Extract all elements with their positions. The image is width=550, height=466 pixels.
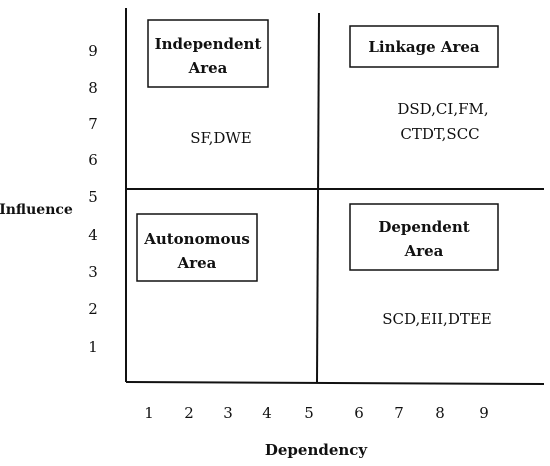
linkage-area-title: Linkage Area [368, 38, 480, 56]
vertical-divider [316, 12, 320, 383]
y-tick-7: 7 [88, 115, 98, 133]
y-tick-3: 3 [88, 263, 98, 281]
x-axis-line [125, 381, 545, 385]
x-tick-9: 9 [479, 404, 489, 422]
y-tick-5: 5 [88, 188, 98, 206]
y-tick-6: 6 [88, 151, 98, 169]
independent-quadrant: Independent Area SF,DWE [147, 19, 269, 147]
dependent-area-title-line1: Dependent [378, 218, 469, 236]
y-tick-9: 9 [88, 42, 98, 60]
y-tick-1: 1 [88, 338, 98, 356]
autonomous-area-box [136, 213, 258, 282]
independent-area-box [147, 19, 269, 88]
autonomous-area-title-line1: Autonomous [143, 230, 250, 248]
linkage-quadrant: Linkage Area DSD,CI,FM, CTDT,SCC [349, 25, 499, 143]
linkage-area-factors-line1: DSD,CI,FM, [397, 100, 488, 118]
y-tick-2: 2 [88, 300, 98, 318]
dependent-area-title-line2: Area [404, 242, 444, 260]
x-tick-3: 3 [223, 404, 233, 422]
x-tick-labels: 1 2 3 4 5 6 7 8 9 [144, 404, 489, 422]
linkage-area-factors-line2: CTDT,SCC [400, 125, 479, 143]
x-tick-5: 5 [304, 404, 314, 422]
dependent-area-box [349, 203, 499, 271]
independent-area-title-line1: Independent [155, 35, 262, 53]
x-tick-4: 4 [262, 404, 272, 422]
x-axis-title: Dependency [265, 441, 369, 459]
dependent-area-factors: SCD,EII,DTEE [382, 310, 492, 328]
y-tick-labels: 1 2 3 4 5 6 7 8 9 [88, 42, 98, 356]
independent-area-title-line2: Area [188, 59, 228, 77]
x-tick-8: 8 [435, 404, 445, 422]
x-tick-7: 7 [394, 404, 404, 422]
autonomous-area-title-line2: Area [177, 254, 217, 272]
linkage-area-box [349, 25, 499, 68]
y-tick-4: 4 [88, 226, 98, 244]
x-tick-6: 6 [354, 404, 364, 422]
autonomous-quadrant: Autonomous Area [136, 213, 258, 282]
independent-area-factors: SF,DWE [190, 129, 252, 147]
x-tick-2: 2 [184, 404, 194, 422]
y-axis-title: Influence [0, 202, 73, 218]
x-tick-1: 1 [144, 404, 154, 422]
dependent-quadrant: Dependent Area SCD,EII,DTEE [349, 203, 499, 328]
y-tick-8: 8 [88, 79, 98, 97]
